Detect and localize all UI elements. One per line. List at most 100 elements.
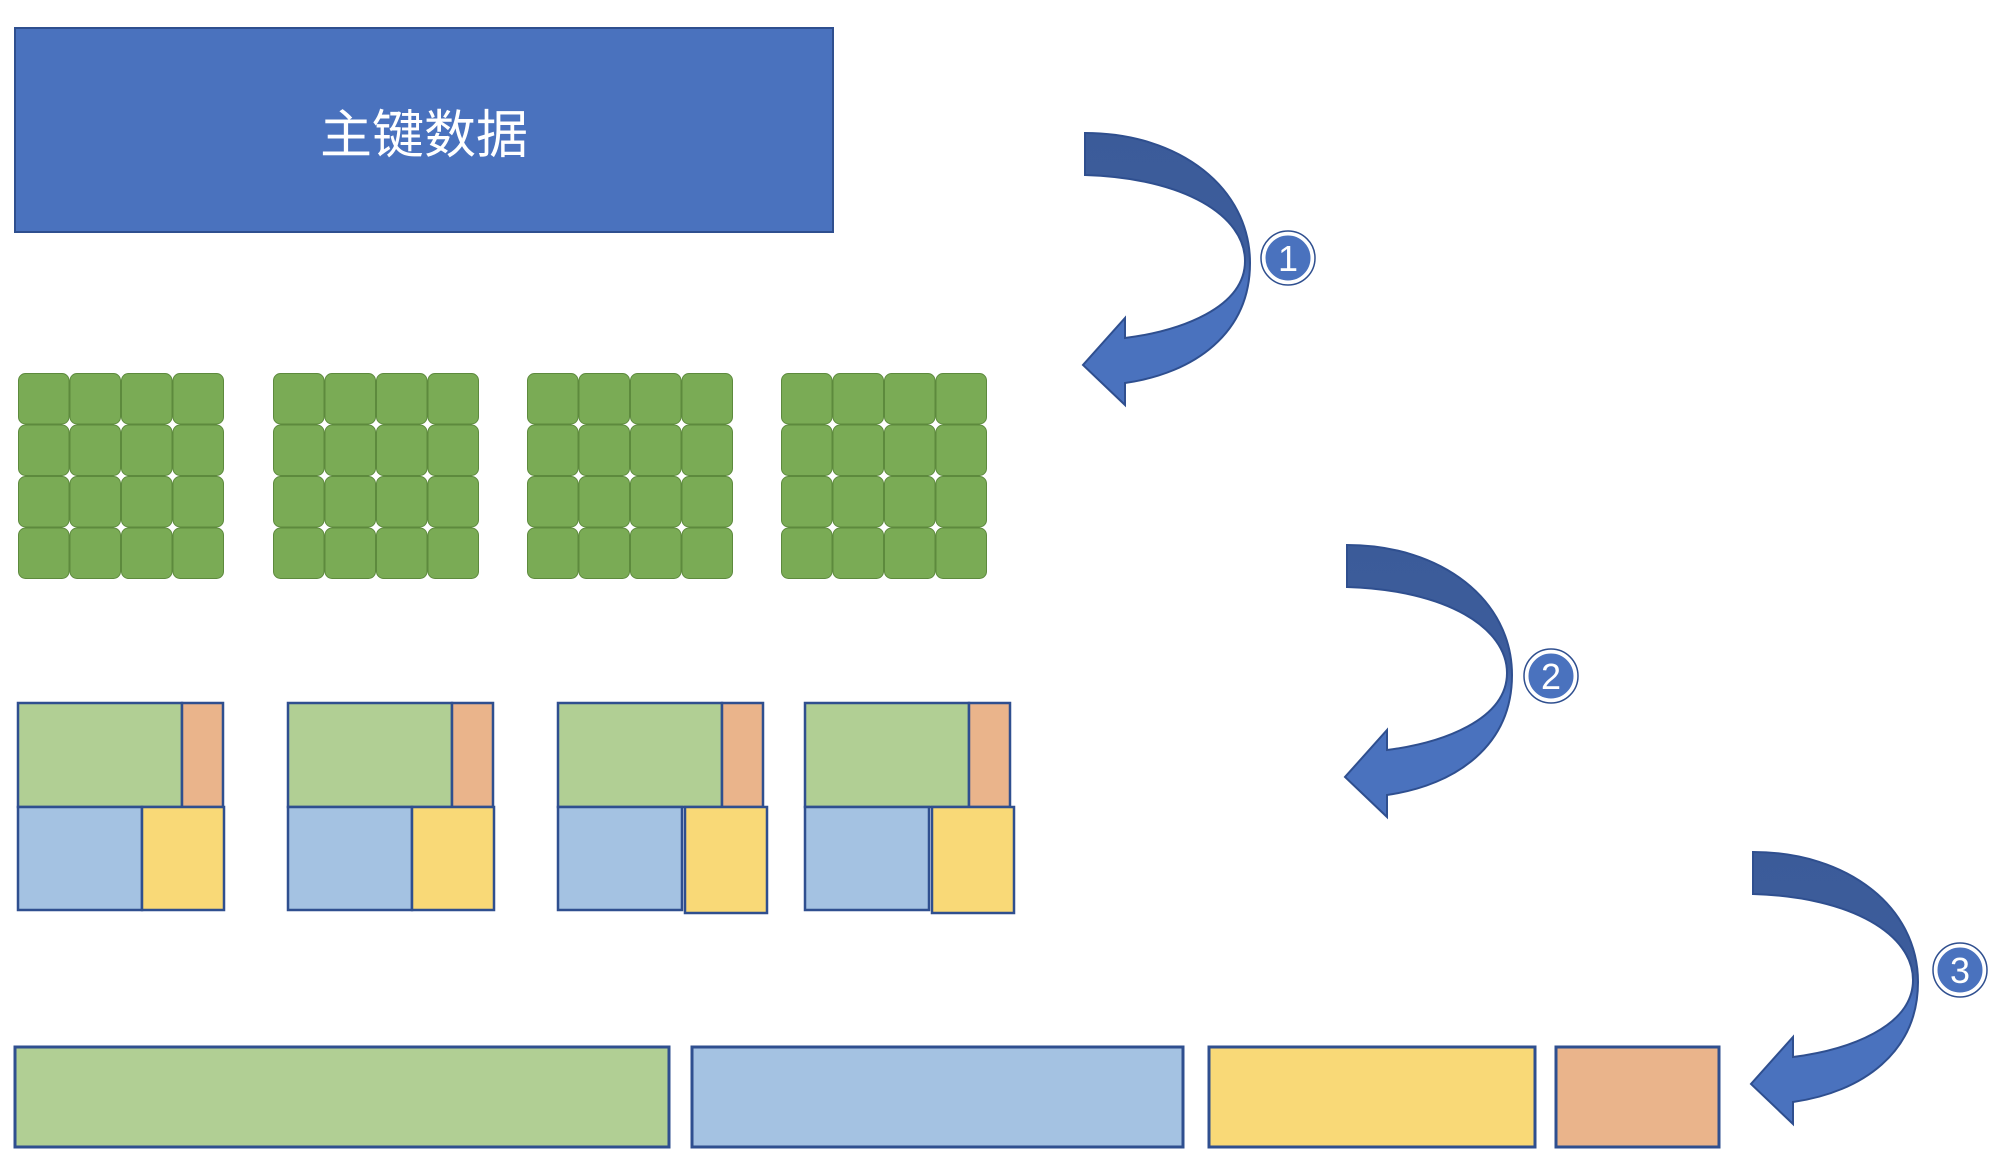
grid-cell — [527, 424, 579, 476]
grid-cell — [630, 527, 682, 579]
grid-block — [273, 373, 479, 579]
grid-cell — [376, 373, 428, 425]
blue-segment — [286, 805, 414, 912]
grid-cell — [935, 476, 987, 528]
curved-arrow-icon — [1081, 131, 1252, 408]
grid-cell — [832, 527, 884, 579]
grid-cell — [681, 373, 733, 425]
yellow-column-bar — [1207, 1045, 1537, 1149]
grid-cell — [324, 476, 376, 528]
grid-cell — [69, 476, 121, 528]
grid-cell — [18, 424, 70, 476]
grid-cell — [172, 373, 224, 425]
green-segment — [556, 701, 724, 809]
grid-cell — [527, 373, 579, 425]
curved-arrow-3 — [1749, 850, 1920, 1127]
grid-cell — [681, 527, 733, 579]
grid-cell — [273, 527, 325, 579]
curved-arrow-icon — [1343, 543, 1514, 820]
grid-cell — [832, 373, 884, 425]
orange-segment — [450, 701, 495, 809]
step-badge-2: 2 — [1523, 648, 1579, 704]
grid-cell — [273, 424, 325, 476]
green-segment — [286, 701, 454, 809]
step-badge-3: 3 — [1932, 942, 1988, 998]
grid-cell — [427, 476, 479, 528]
column-bars — [13, 1045, 1721, 1149]
grid-cell — [121, 424, 173, 476]
grid-cell — [69, 527, 121, 579]
grid-cell — [578, 373, 630, 425]
grid-block — [527, 373, 733, 579]
grid-cell — [781, 527, 833, 579]
grid-cell — [324, 527, 376, 579]
blue-segment — [556, 805, 684, 912]
grid-cell — [578, 476, 630, 528]
grid-cell — [376, 424, 428, 476]
grid-cell — [172, 424, 224, 476]
step-number-2: 2 — [1541, 656, 1561, 697]
yellow-segment — [683, 805, 769, 915]
grid-cell — [273, 476, 325, 528]
grid-cell — [884, 373, 936, 425]
green-segment — [16, 701, 184, 809]
grid-cell — [376, 527, 428, 579]
blue-segment — [803, 805, 931, 912]
step-number-1: 1 — [1278, 238, 1298, 279]
grid-cell — [18, 527, 70, 579]
grid-cell — [273, 373, 325, 425]
grid-cell — [69, 373, 121, 425]
grid-blocks — [18, 373, 987, 579]
grid-cell — [884, 424, 936, 476]
grid-cell — [681, 476, 733, 528]
segmented-block — [16, 701, 226, 912]
grid-cell — [935, 373, 987, 425]
curved-arrow-1 — [1081, 131, 1252, 408]
grid-cell — [427, 527, 479, 579]
grid-cell — [935, 424, 987, 476]
green-column-bar — [13, 1045, 671, 1149]
segmented-blocks — [16, 701, 1016, 915]
yellow-segment — [410, 805, 496, 912]
step-badge-1: 1 — [1260, 230, 1316, 286]
green-segment — [803, 701, 971, 809]
grid-cell — [884, 476, 936, 528]
orange-segment — [720, 701, 765, 809]
grid-cell — [69, 424, 121, 476]
grid-cell — [427, 424, 479, 476]
grid-cell — [324, 424, 376, 476]
segmented-block — [803, 701, 1016, 915]
grid-cell — [781, 373, 833, 425]
segmented-block — [556, 701, 769, 915]
grid-cell — [527, 527, 579, 579]
step-number-3: 3 — [1950, 950, 1970, 991]
segmented-block — [286, 701, 496, 912]
grid-cell — [172, 476, 224, 528]
orange-column-bar — [1554, 1045, 1721, 1149]
orange-segment — [967, 701, 1012, 809]
grid-cell — [832, 424, 884, 476]
grid-cell — [884, 527, 936, 579]
yellow-segment — [930, 805, 1016, 915]
grid-cell — [121, 527, 173, 579]
blue-segment — [16, 805, 144, 912]
curved-arrow-icon — [1749, 850, 1920, 1127]
grid-cell — [18, 476, 70, 528]
primary-key-data-block: 主键数据 — [14, 27, 834, 233]
curved-arrow-2 — [1343, 543, 1514, 820]
grid-cell — [832, 476, 884, 528]
grid-block — [781, 373, 987, 579]
grid-cell — [18, 373, 70, 425]
grid-cell — [324, 373, 376, 425]
grid-cell — [578, 424, 630, 476]
grid-cell — [172, 527, 224, 579]
grid-cell — [121, 373, 173, 425]
orange-segment — [180, 701, 225, 809]
grid-cell — [630, 373, 682, 425]
grid-cell — [376, 476, 428, 528]
grid-cell — [121, 476, 173, 528]
grid-cell — [527, 476, 579, 528]
grid-cell — [427, 373, 479, 425]
